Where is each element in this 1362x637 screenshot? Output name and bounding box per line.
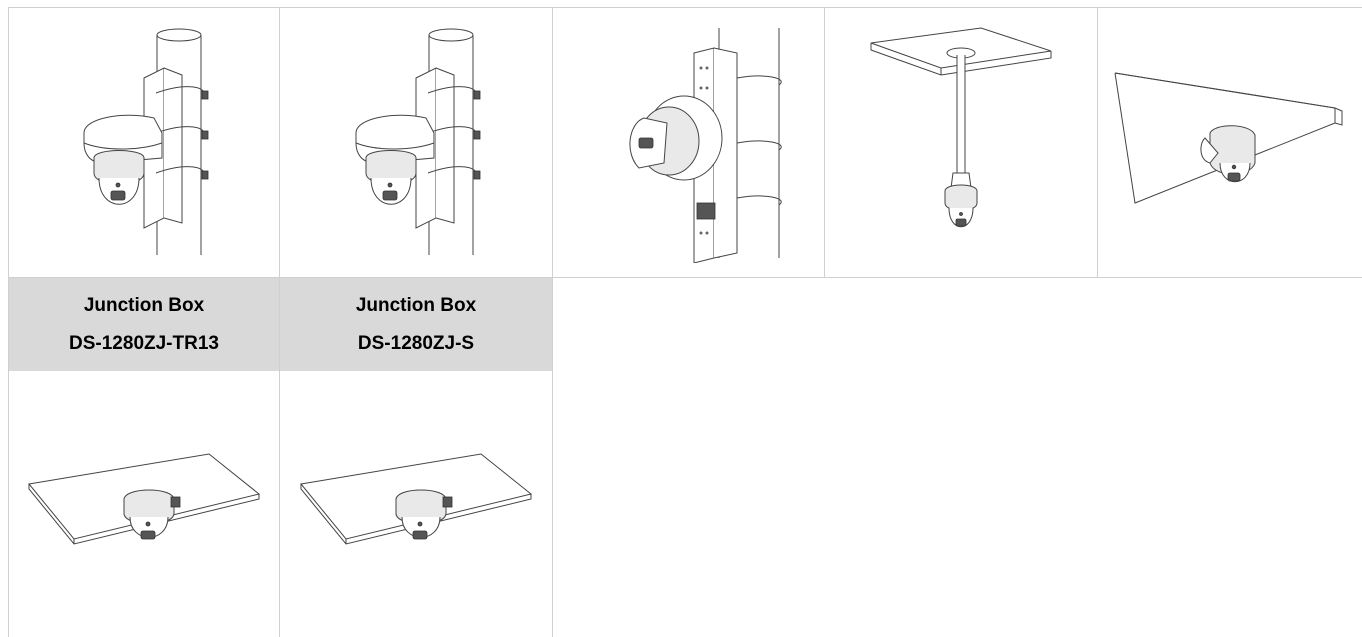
pole-mount-junction-box-s-image (280, 7, 553, 278)
ceiling-mount-camera-icon (300, 453, 533, 545)
vertical-pole-mount-icon (628, 27, 782, 263)
inclined-ceiling-mount-icon (1114, 72, 1343, 204)
ceiling-mount-image-2 (280, 371, 553, 637)
accessory-model: DS-1280ZJ-S (357, 332, 475, 354)
accessory-model: DS-1280ZJ-TR13 (69, 332, 219, 354)
pendant-mount-image (825, 7, 1098, 278)
accessory-name: Junction Box (355, 294, 477, 316)
pendant-mount-icon (870, 26, 1052, 227)
ceiling-mount-image-1 (8, 371, 280, 637)
accessory-name: Junction Box (83, 294, 205, 316)
pole-mount-camera-icon (355, 28, 481, 255)
accessory-label-s: Junction Box DS-1280ZJ-S (280, 278, 553, 371)
accessory-label-tr13: Junction Box DS-1280ZJ-TR13 (8, 278, 280, 371)
pole-mount-camera-icon (83, 28, 209, 255)
inclined-ceiling-mount-image (1098, 7, 1362, 278)
ceiling-mount-camera-icon (28, 453, 261, 545)
pole-mount-junction-box-tr13-image (8, 7, 280, 278)
vertical-pole-mount-image (553, 7, 825, 278)
